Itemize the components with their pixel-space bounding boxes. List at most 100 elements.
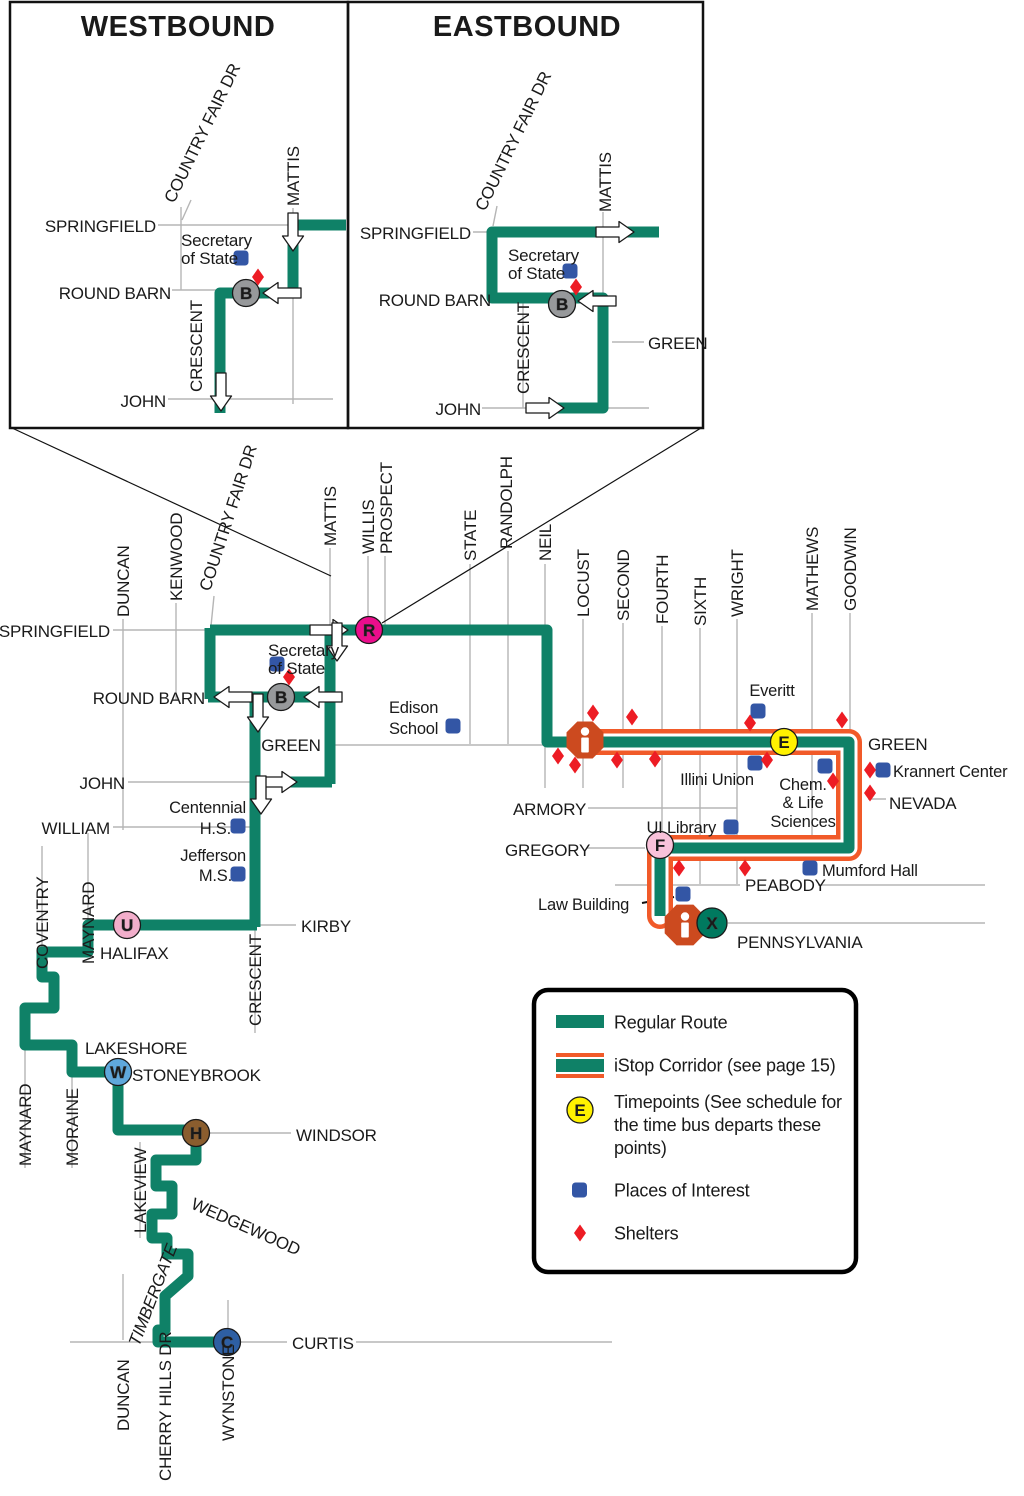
street-label-green-west: GREEN — [261, 736, 320, 755]
street-label-crescent: CRESCENT — [246, 934, 265, 1026]
poi-label-sos-eb-1: Secretary — [508, 246, 580, 265]
eastbound-title: EASTBOUND — [433, 11, 621, 43]
timepoint-W-letter: W — [110, 1063, 127, 1082]
timepoint-C-letter: C — [221, 1333, 233, 1352]
shelter-marker — [587, 704, 599, 722]
shelter-marker — [864, 784, 876, 802]
shelter-marker — [570, 278, 582, 296]
shelter-marker — [611, 751, 623, 769]
street-label-john: JOHN — [80, 774, 125, 793]
timepoint-W-circle — [103, 1057, 133, 1087]
shelter-marker — [552, 747, 564, 765]
direction-arrow-down — [246, 693, 270, 733]
legend-regular-route-swatch — [556, 1015, 604, 1028]
shelter-marker — [836, 711, 848, 729]
street-label-wright: WRIGHT — [728, 549, 747, 617]
street-label-wedgewood: WEDGEWOOD — [188, 1194, 303, 1259]
street-label-country-fair-eb: COUNTRY FAIR DR — [472, 69, 556, 214]
poi-marker — [562, 263, 578, 279]
timepoint-B-westbound-letter: B — [240, 284, 252, 303]
eastbound-inset — [346, 0, 705, 430]
street-label-kirby: KIRBY — [301, 917, 351, 936]
street-label-armory: ARMORY — [513, 800, 586, 819]
poi-marker — [750, 703, 766, 719]
timepoint-B-westbound-circle — [231, 278, 261, 308]
street-label-moraine: MORAINE — [63, 1088, 82, 1166]
poi-label-edison-2: School — [389, 720, 438, 738]
poi-label-chem-3: Sciences — [770, 813, 835, 831]
poi-label-jefferson-1: Jefferson — [180, 847, 246, 865]
timepoint-F: F — [645, 830, 675, 860]
street-label-duncan: DUNCAN — [114, 545, 133, 617]
poi-marker — [817, 758, 833, 774]
timepoint-C-circle — [212, 1327, 242, 1357]
inset-callout-line — [11, 427, 332, 577]
timepoint-C: C — [212, 1327, 242, 1357]
street-line — [210, 595, 215, 627]
legend-timepoint-circle — [566, 1096, 594, 1124]
street-label-crescent-eb: CRESCENT — [514, 302, 533, 394]
route-southwest-tail — [19, 919, 257, 1348]
timepoint-F-letter: F — [655, 836, 665, 855]
timepoint-B-main-letter: B — [275, 688, 287, 707]
inset-callout-line — [381, 427, 702, 624]
legend-item-label-line: Timepoints (See schedule for — [614, 1092, 842, 1112]
inset-frames — [8, 0, 705, 430]
street-label-goodwin: GOODWIN — [841, 527, 860, 611]
timepoint-H: H — [181, 1118, 211, 1148]
timepoint-E: E — [769, 727, 799, 757]
poi-marker — [723, 819, 739, 835]
timepoint-X-letter: X — [706, 914, 718, 933]
street-label-springfield-eb: SPRINGFIELD — [360, 224, 471, 243]
poi-marker — [675, 886, 691, 902]
istop-icon-green-locust — [566, 721, 604, 759]
street-label-halifax: HALIFAX — [100, 944, 169, 963]
street-label-mattis-wb: MATTIS — [284, 146, 303, 206]
street-label-round-barn-wb: ROUND BARN — [59, 284, 171, 303]
timepoint-E-letter: E — [778, 733, 789, 752]
legend-istop-swatch-bottom — [556, 1074, 604, 1078]
poi-label-edison-1: Edison — [389, 699, 438, 717]
timepoint-B-main-circle — [266, 682, 296, 712]
poi-label-law-building: Law Building — [538, 896, 629, 914]
timepoint-U-letter: U — [121, 916, 133, 935]
poi-label-centennial-2: H.S. — [200, 820, 231, 838]
poi-marker — [233, 250, 249, 266]
street-label-lakeshore: LAKESHORE — [85, 1039, 187, 1058]
timepoint-B-westbound: B — [231, 278, 261, 308]
street-label-john-eb: JOHN — [436, 400, 481, 419]
street-label-mathews: MATHEWS — [803, 527, 822, 611]
street-label-curtis: CURTIS — [292, 1334, 354, 1353]
poi-label-krannert: Krannert Center — [893, 763, 1008, 781]
street-label-mattis: MATTIS — [321, 486, 340, 546]
poi-marker — [230, 818, 246, 834]
poi-marker — [875, 762, 891, 778]
street-line — [181, 199, 192, 221]
direction-arrow-down — [209, 372, 233, 412]
street-label-cherry-hills: CHERRY HILLS DR — [156, 1332, 175, 1481]
shelter-marker — [827, 772, 839, 790]
street-label-locust: LOCUST — [574, 549, 593, 617]
street-label-mattis-eb: MATTIS — [596, 152, 615, 212]
shelter-marker — [739, 859, 751, 877]
direction-arrow-left — [303, 685, 343, 709]
legend-timepooint-letter: E — [574, 1101, 585, 1120]
direction-arrow-down — [325, 622, 349, 662]
street-label-springfield: SPRINGFIELD — [0, 622, 110, 641]
shelter-marker — [673, 859, 685, 877]
poi-marker — [802, 860, 818, 876]
timepoint-B-main: B — [266, 682, 296, 712]
poi-label-chem-2: & Life — [783, 794, 824, 812]
timepoint-B-eastbound-letter: B — [556, 295, 568, 314]
poi-label-illini-union: Illini Union — [680, 771, 754, 789]
street-label-prospect: PROSPECT — [377, 462, 396, 554]
timepoint-R-circle — [354, 615, 384, 645]
timepoint-H-letter: H — [190, 1124, 202, 1143]
direction-arrow-down — [249, 775, 273, 815]
legend-item-label: iStop Corridor (see page 15) — [614, 1056, 836, 1076]
street-label-round-barn-eb: ROUND BARN — [379, 291, 491, 310]
poi-label-everitt: Everitt — [749, 682, 795, 700]
